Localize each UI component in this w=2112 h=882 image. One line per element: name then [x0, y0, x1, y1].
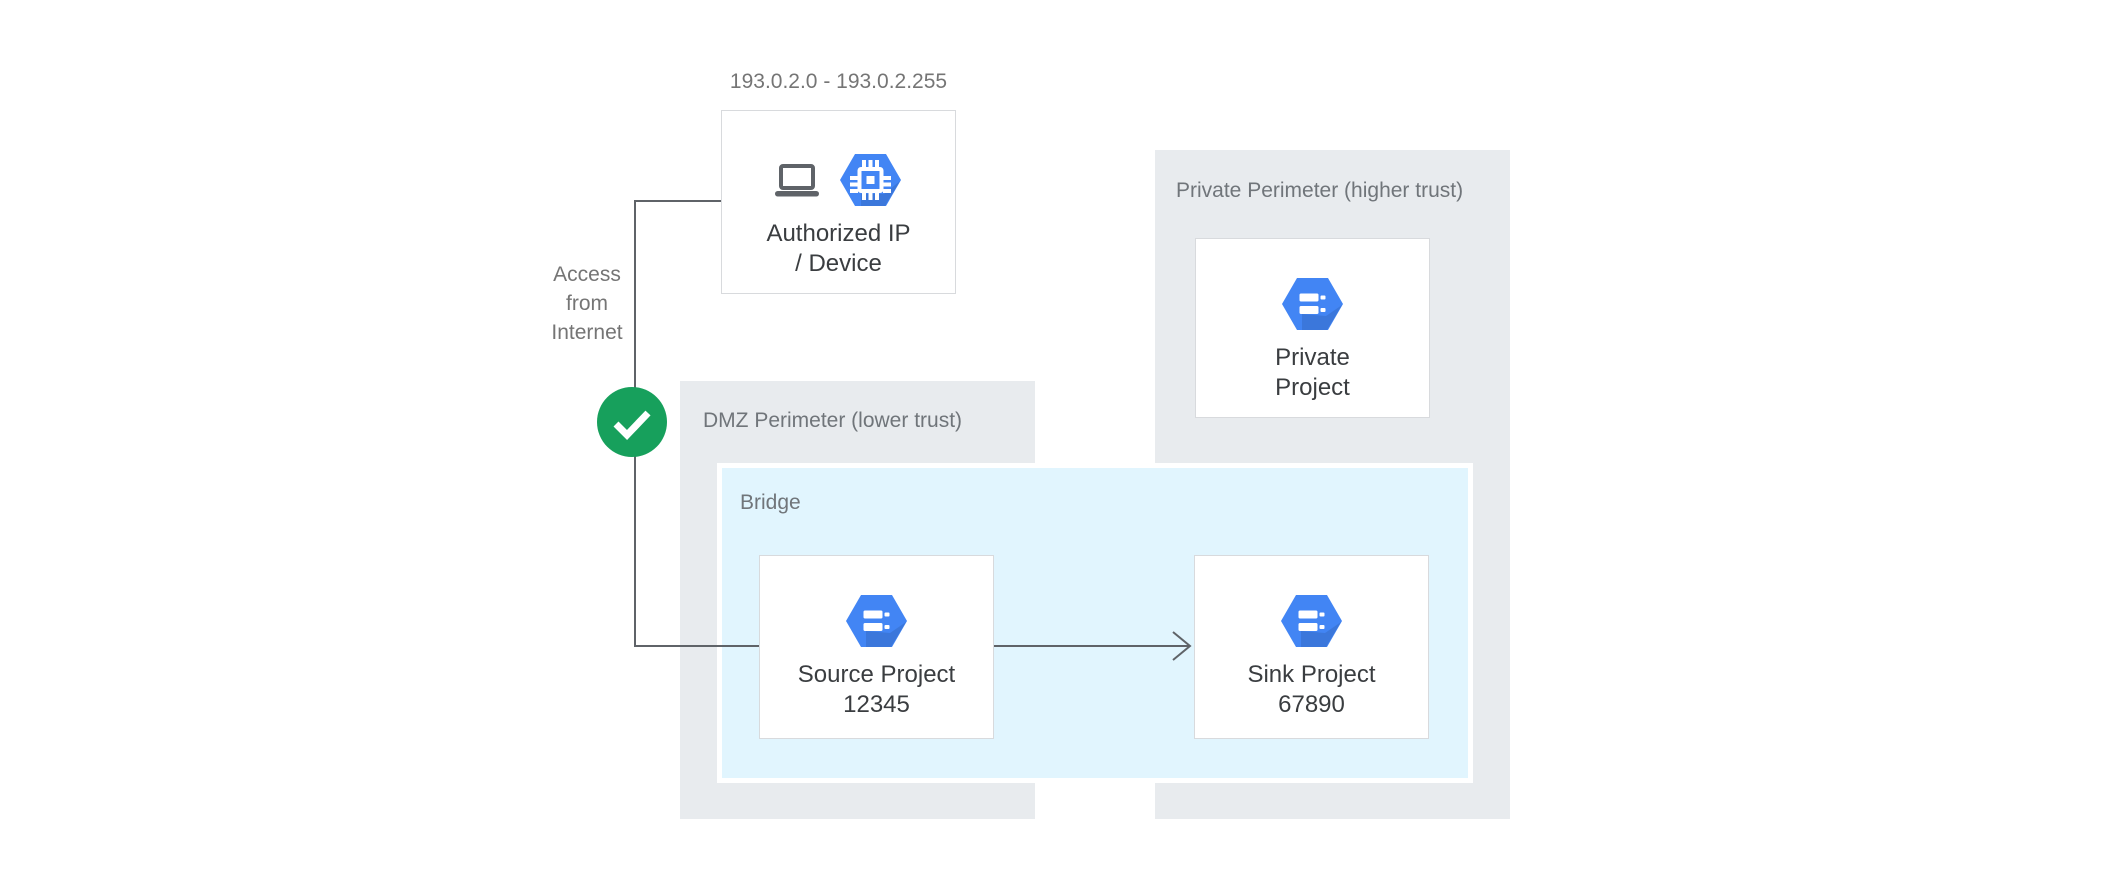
authorized-node-line1: Authorized IP — [766, 220, 911, 247]
source-project-node: Source Project 12345 — [759, 555, 994, 739]
authorized-node-line2: / Device — [795, 250, 882, 277]
private-project-node: Private Project — [1195, 238, 1430, 418]
sink-project-node: Sink Project 67890 — [1194, 555, 1429, 739]
ip-range-label: 193.0.2.0 - 193.0.2.255 — [729, 70, 948, 93]
project-icon — [1282, 278, 1343, 330]
access-label-line3: Internet — [551, 321, 623, 344]
authorized-icon-row — [775, 153, 902, 207]
private-icon-row — [1281, 277, 1344, 331]
dmz-perimeter-label: DMZ Perimeter (lower trust) — [703, 409, 963, 432]
sink-node-text: Sink Project 67890 — [1247, 660, 1375, 720]
access-label-line1: Access — [553, 263, 621, 286]
authorized-ip-device-node: Authorized IP / Device — [721, 110, 956, 294]
access-from-internet-label: Access from Internet — [517, 260, 657, 347]
project-icon — [846, 595, 907, 647]
sink-node-line1: Sink Project — [1247, 661, 1376, 688]
private-node-line2: Project — [1275, 374, 1350, 401]
private-node-line1: Private — [1275, 344, 1350, 371]
check-icon — [613, 410, 651, 441]
compute-engine-icon — [840, 154, 901, 206]
source-node-text: Source Project 12345 — [798, 660, 955, 720]
source-node-line2: 12345 — [843, 691, 910, 718]
access-allowed-check-badge — [597, 387, 667, 457]
source-icon-row — [845, 594, 908, 648]
authorized-node-text: Authorized IP / Device — [766, 219, 910, 279]
sink-icon-row — [1280, 594, 1343, 648]
sink-node-line2: 67890 — [1278, 691, 1345, 718]
laptop-icon — [775, 163, 819, 196]
access-label-line2: from — [566, 292, 608, 315]
private-node-text: Private Project — [1275, 343, 1350, 403]
bridge-label: Bridge — [740, 491, 801, 514]
project-icon — [1281, 595, 1342, 647]
source-node-line1: Source Project — [797, 661, 956, 688]
private-perimeter-label: Private Perimeter (higher trust) — [1176, 179, 1464, 202]
